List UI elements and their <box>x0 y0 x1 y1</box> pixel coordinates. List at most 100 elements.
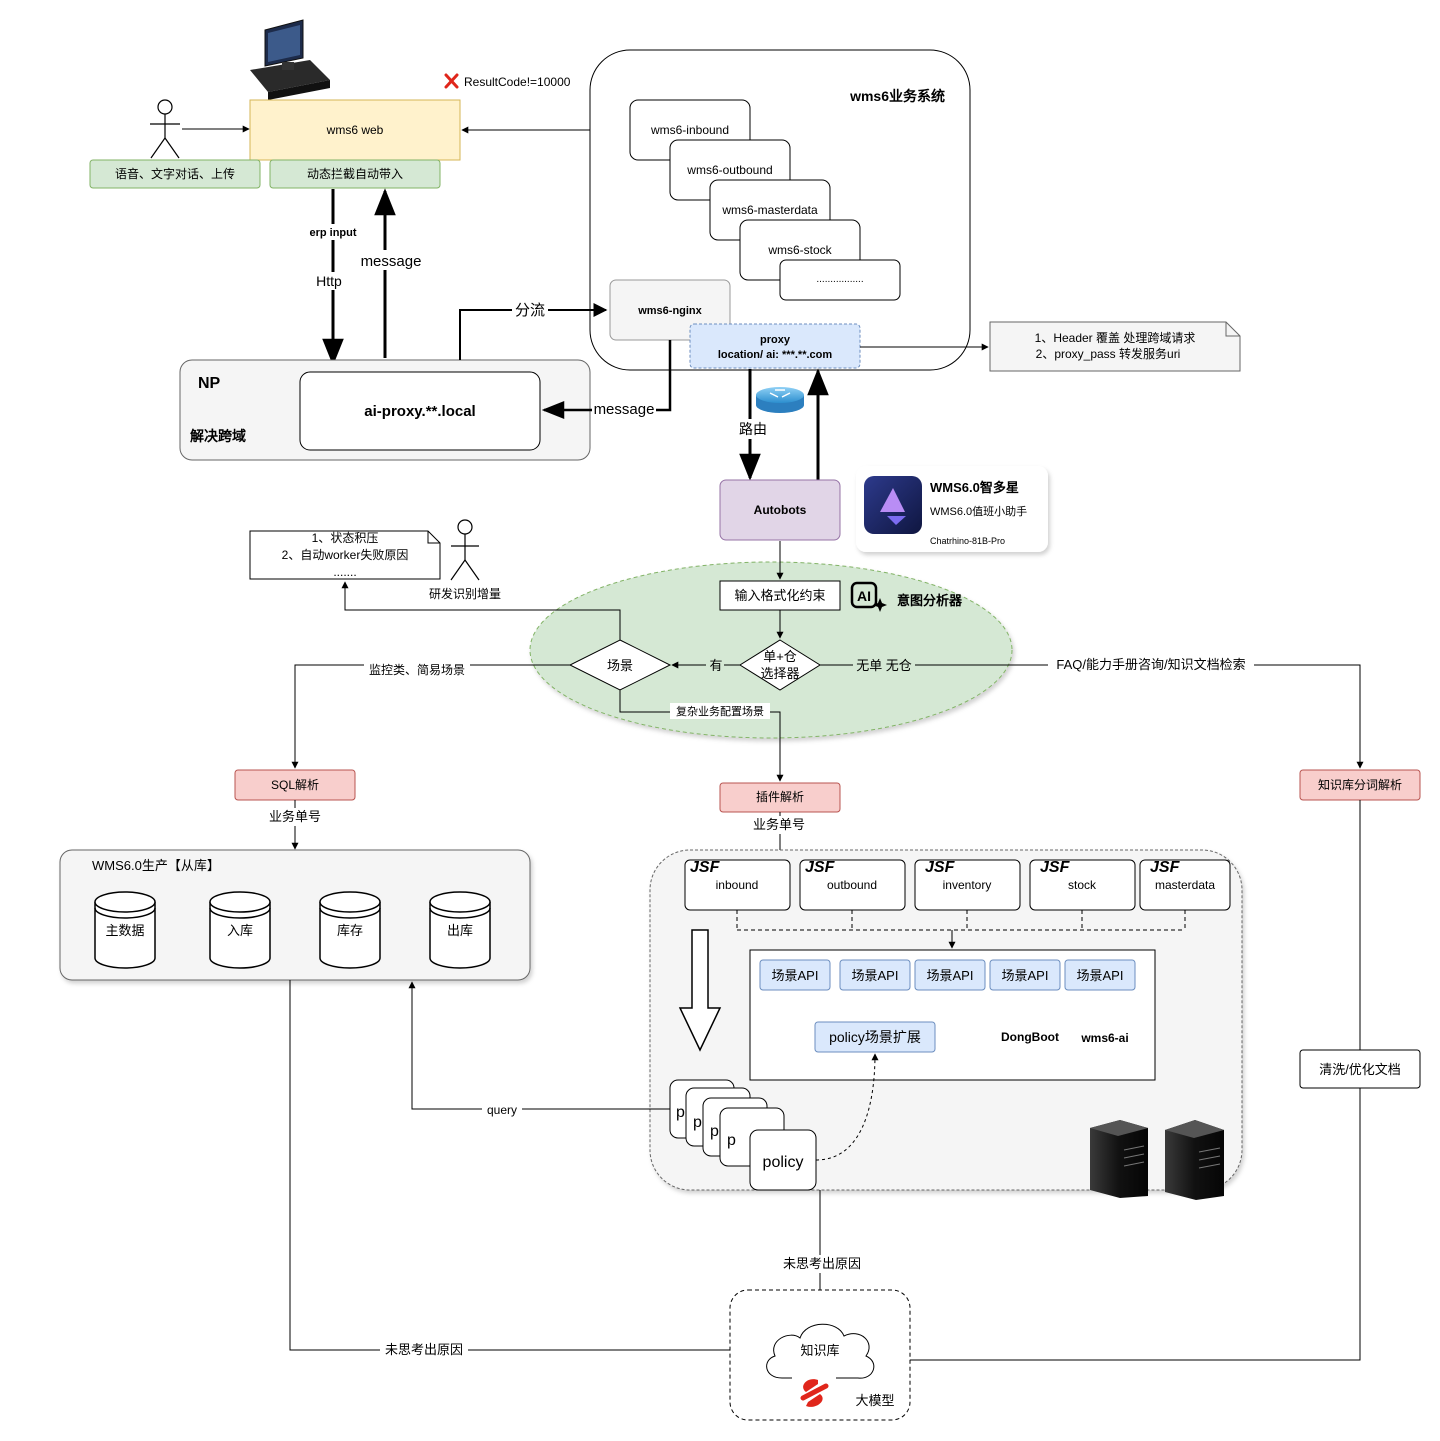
autobots-box[interactable]: Autobots <box>719 479 841 541</box>
svg-text:WMS6.0智多星: WMS6.0智多星 <box>930 480 1019 495</box>
svg-text:p: p <box>710 1123 719 1140</box>
db-table-masterdata[interactable]: 主数据 <box>94 891 156 969</box>
svg-text:2、自动worker失败原因: 2、自动worker失败原因 <box>282 547 409 562</box>
svg-text:JSF: JSF <box>805 859 836 876</box>
svg-text:场景API: 场景API <box>1002 968 1049 983</box>
nginx-message-label: message <box>594 401 655 418</box>
db-kb-arrow <box>289 980 759 1354</box>
jsf-inbound[interactable]: JSF inbound <box>684 859 791 911</box>
svg-text:wms6-masterdata: wms6-masterdata <box>721 203 818 217</box>
faq-arrow <box>820 664 1364 769</box>
svg-text:JSF: JSF <box>925 859 956 876</box>
svg-text:wms6-ai: wms6-ai <box>1080 1031 1128 1045</box>
jsf-stock[interactable]: JSF stock <box>1029 859 1136 911</box>
monitor-arrow <box>291 664 570 769</box>
error-x-icon <box>444 73 459 89</box>
svg-text:wms6-outbound: wms6-outbound <box>686 163 772 177</box>
wms6-web-box[interactable]: wms6 web <box>249 99 461 161</box>
intercept-label: 动态拦截自动带入 <box>269 159 441 189</box>
svg-text:proxy: proxy <box>760 334 791 346</box>
svg-text:outbound: outbound <box>827 878 877 892</box>
route-label: 路由 <box>739 421 767 437</box>
svg-text:ai-proxy.**.local: ai-proxy.**.local <box>364 403 475 420</box>
policy-ext-box[interactable]: policy场景扩展 <box>814 1021 936 1053</box>
svg-text:入库: 入库 <box>227 923 253 938</box>
format-constraint-box[interactable]: 输入格式化约束 <box>719 580 841 611</box>
svg-text:Autobots: Autobots <box>754 503 807 517</box>
svg-text:location/ ai: ***.**.com: location/ ai: ***.**.com <box>718 349 833 361</box>
erp-input-label: erp input <box>309 227 356 239</box>
db-table-outbound[interactable]: 出库 <box>429 891 491 969</box>
message-label: message <box>361 253 422 270</box>
db-table-inventory[interactable]: 库存 <box>319 891 381 969</box>
kb-parse-box[interactable]: 知识库分词解析 <box>1299 769 1421 801</box>
db-reason-label: 未思考出原因 <box>385 1342 463 1357</box>
sql-parse-box[interactable]: SQL解析 <box>234 769 356 801</box>
knowledge-base-cloud[interactable]: 知识库 <box>766 1323 875 1379</box>
app-card[interactable]: WMS6.0智多星 WMS6.0值班小助手 Chatrhino-81B-Pro <box>856 466 1048 552</box>
big-down-arrow-icon <box>678 929 722 1052</box>
svg-text:masterdata: masterdata <box>1155 878 1215 892</box>
svg-text:p: p <box>676 1104 685 1121</box>
monitor-label: 监控类、简易场景 <box>369 663 465 677</box>
svg-text:知识库分词解析: 知识库分词解析 <box>1318 777 1402 792</box>
svg-text:知识库: 知识库 <box>800 1343 839 1358</box>
svg-text:场景API: 场景API <box>1077 968 1124 983</box>
svg-text:DongBoot: DongBoot <box>1001 1030 1059 1044</box>
server-icon <box>1090 1120 1148 1198</box>
svg-text:插件解析: 插件解析 <box>756 790 804 804</box>
ai-proxy-box[interactable]: ai-proxy.**.local <box>299 371 541 451</box>
svg-text:选择器: 选择器 <box>760 666 799 681</box>
jsf-outbound[interactable]: JSF outbound <box>799 859 906 911</box>
scene-api-1[interactable]: 场景API <box>759 959 831 991</box>
no-order-label: 无单 无仓 <box>856 658 912 673</box>
proxy-location-box[interactable]: proxy location/ ai: ***.**.com <box>689 323 861 369</box>
voice-input-label: 语音、文字对话、上传 <box>89 159 261 189</box>
ai-icon: AI <box>850 581 887 612</box>
svg-text:wms6业务系统: wms6业务系统 <box>849 88 945 104</box>
scene-diamond[interactable]: 场景 <box>568 639 672 691</box>
intent-analyzer-label: 意图分析器 <box>897 593 963 608</box>
policy-ext-arrow <box>815 1053 879 1161</box>
selector-diamond[interactable]: 单+仓 选择器 <box>739 639 821 691</box>
svg-text:Chatrhino-81B-Pro: Chatrhino-81B-Pro <box>930 536 1005 546</box>
svg-text:清洗/优化文档: 清洗/优化文档 <box>1319 1062 1401 1077</box>
plugin-parse-box[interactable]: 插件解析 <box>719 782 841 813</box>
nginx-message-arrow <box>541 340 672 419</box>
scene-api-2[interactable]: 场景API <box>839 959 911 991</box>
clean-doc-box[interactable]: 清洗/优化文档 <box>1299 1049 1421 1089</box>
svg-text:WMS6.0生产【从库】: WMS6.0生产【从库】 <box>92 858 220 873</box>
svg-text:场景API: 场景API <box>852 968 899 983</box>
query-arrow <box>408 981 670 1110</box>
svg-text:场景API: 场景API <box>772 968 819 983</box>
divert-arrow <box>459 303 608 360</box>
jsf-inventory[interactable]: JSF inventory <box>914 859 1021 911</box>
db-table-inbound[interactable]: 入库 <box>209 891 271 969</box>
llm-logo-icon <box>792 1373 836 1413</box>
svg-text:1、Header 覆盖 处理跨域请求: 1、Header 覆盖 处理跨域请求 <box>1035 331 1196 345</box>
jsf-masterdata[interactable]: JSF masterdata <box>1139 859 1231 911</box>
policy-reason-label: 未思考出原因 <box>783 1256 861 1271</box>
divert-label: 分流 <box>515 302 545 319</box>
svg-text:WMS6.0值班小助手: WMS6.0值班小助手 <box>930 504 1027 518</box>
svg-text:wms6-stock: wms6-stock <box>767 243 832 257</box>
scene-dev-arrow <box>341 581 621 640</box>
svg-text:输入格式化约束: 输入格式化约束 <box>734 588 825 603</box>
svg-text:policy: policy <box>763 1154 804 1171</box>
svg-text:policy场景扩展: policy场景扩展 <box>829 1029 921 1045</box>
jsf-connectors <box>736 910 1186 931</box>
scene-api-5[interactable]: 场景API <box>1064 959 1136 991</box>
header-note: 1、Header 覆盖 处理跨域请求 2、proxy_pass 转发服务uri <box>989 321 1241 372</box>
service-more[interactable]: ................. <box>779 259 901 301</box>
faq-label: FAQ/能力手册咨询/知识文档检索 <box>1056 657 1245 672</box>
yes-label: 有 <box>709 658 722 673</box>
dev-note: 1、状态积压 2、自动worker失败原因 ....... <box>249 530 441 580</box>
dev-actor-label: 研发识别增量 <box>429 586 501 601</box>
query-label: query <box>487 1103 517 1117</box>
scene-api-3[interactable]: 场景API <box>914 959 986 991</box>
svg-text:库存: 库存 <box>337 923 363 938</box>
svg-text:动态拦截自动带入: 动态拦截自动带入 <box>307 167 403 181</box>
server-icon <box>1165 1120 1224 1200</box>
scene-api-4[interactable]: 场景API <box>989 959 1061 991</box>
